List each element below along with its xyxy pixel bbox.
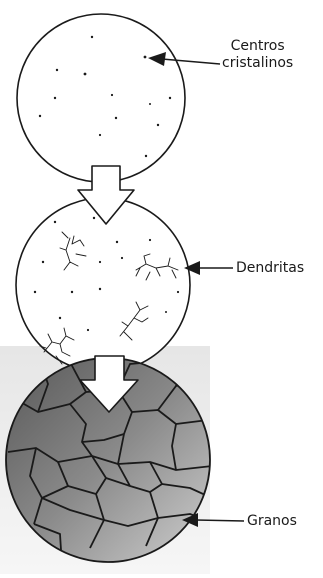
label-granos: Granos: [247, 513, 297, 530]
label-centros-cristalinos: Centros cristalinos: [222, 38, 293, 72]
melt-circle-1: [17, 14, 185, 182]
melt-circle-2: [16, 198, 190, 372]
label-dendritas: Dendritas: [236, 260, 304, 277]
pointer-dendritas: [184, 261, 233, 275]
stage-crystal-centers: [17, 14, 185, 182]
label-centros-line2: cristalinos: [222, 55, 293, 72]
stage-dendrites: [16, 198, 190, 372]
label-centros-line1: Centros: [222, 38, 293, 55]
